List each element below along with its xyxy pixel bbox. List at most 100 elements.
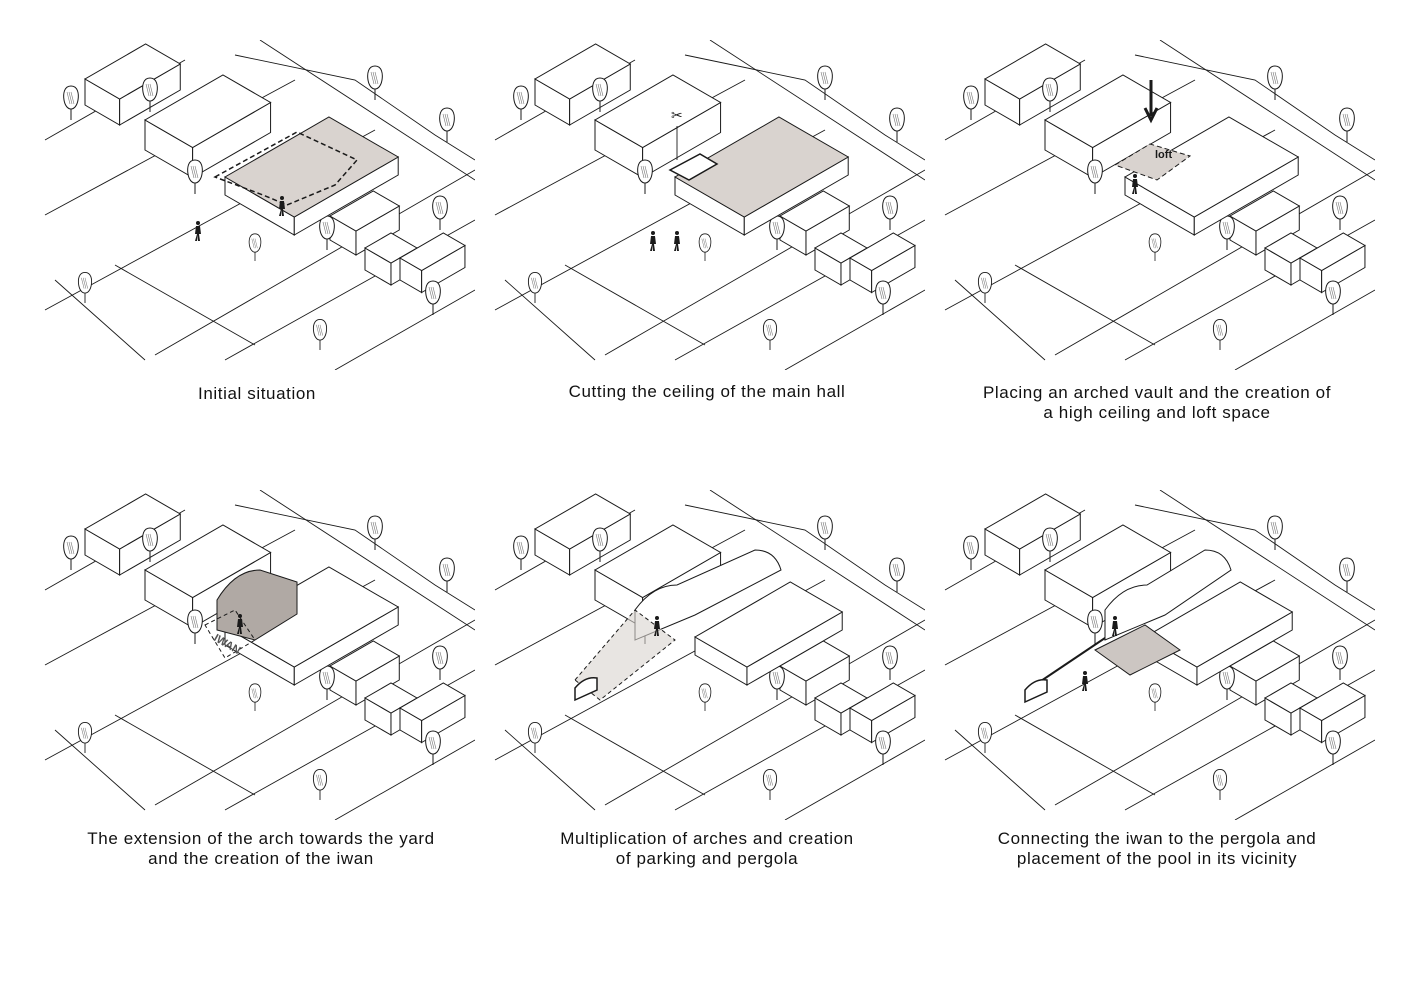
panel-iwan-extension: IWAN — [35, 490, 475, 820]
tree-icon — [1339, 107, 1355, 142]
lot-line — [114, 264, 256, 346]
tree-icon — [1325, 730, 1341, 765]
panel-cutting-ceiling: ✂ — [485, 40, 925, 370]
lot-line — [1054, 619, 1375, 806]
tree-icon — [1219, 665, 1235, 700]
tree-icon — [875, 730, 891, 765]
road-edge — [684, 54, 925, 161]
caption-arched-vault: Placing an arched vault and the creation… — [982, 383, 1332, 422]
diagram-iwan-extension: IWAN — [44, 490, 475, 820]
tree-icon — [513, 535, 529, 570]
tree-icon — [142, 77, 158, 112]
road-edge — [709, 40, 925, 181]
person-icon — [654, 616, 660, 636]
diagram-pool-pergola — [944, 490, 1375, 820]
neighbour-building — [594, 74, 722, 179]
tree-icon — [1267, 515, 1283, 550]
lot-line — [1054, 169, 1375, 356]
tree-icon — [1148, 683, 1162, 712]
cut-opening — [668, 153, 719, 181]
scissors-icon: ✂ — [671, 107, 683, 123]
lot-line — [784, 289, 925, 370]
person-icon — [237, 614, 243, 634]
tree-icon — [889, 557, 905, 592]
lot-line — [564, 264, 706, 346]
road-edge — [1159, 490, 1375, 631]
tree-icon — [963, 535, 979, 570]
tree-icon — [762, 318, 778, 351]
main-house — [224, 116, 400, 236]
diagram-arches-parking — [494, 490, 925, 820]
down-arrow-icon — [1143, 80, 1159, 124]
tree-icon — [1332, 195, 1348, 230]
tree-icon — [248, 233, 262, 262]
lot-line — [54, 729, 146, 811]
tree-icon — [432, 645, 448, 680]
neighbour-building — [1229, 190, 1301, 256]
person-icon — [1132, 174, 1138, 194]
lot-line — [1014, 264, 1156, 346]
tree-icon — [963, 85, 979, 120]
lot-line — [334, 739, 475, 820]
tree-icon — [1212, 318, 1228, 351]
caption-arches-parking: Multiplication of arches and creation of… — [560, 829, 854, 868]
tree-icon — [1042, 77, 1058, 112]
lot-line — [604, 169, 925, 356]
tree-icon — [367, 65, 383, 100]
parking-arch — [1024, 678, 1048, 704]
tree-icon — [312, 768, 328, 801]
diagram-initial-situation — [44, 40, 475, 370]
lot-line — [114, 714, 256, 796]
tree-icon — [1212, 768, 1228, 801]
tree-icon — [1148, 233, 1162, 262]
tree-icon — [367, 515, 383, 550]
panel-arches-parking — [485, 490, 925, 820]
tree-icon — [1332, 645, 1348, 680]
person-icon — [650, 231, 656, 251]
main-house — [694, 581, 844, 686]
lot-line — [954, 279, 1046, 361]
neighbour-building — [779, 640, 851, 706]
tree-icon — [187, 159, 203, 194]
road-edge — [259, 40, 475, 181]
tree-icon — [319, 215, 335, 250]
tree-icon — [319, 665, 335, 700]
tree-icon — [1219, 215, 1235, 250]
lot-line — [1014, 714, 1156, 796]
tree-icon — [248, 683, 262, 712]
road-edge — [234, 54, 475, 161]
vault-extension — [216, 569, 298, 641]
person-icon — [279, 196, 285, 216]
tree-icon — [1325, 280, 1341, 315]
lot-line — [154, 619, 475, 806]
tree-icon — [769, 665, 785, 700]
caption-cutting-ceiling: Cutting the ceiling of the main hall — [568, 382, 846, 401]
lot-line — [504, 729, 596, 811]
caption-pool-pergola: Connecting the iwan to the pergola and p… — [997, 829, 1317, 868]
lot-line — [564, 714, 706, 796]
tree-icon — [513, 85, 529, 120]
road-edge — [259, 490, 475, 631]
tree-icon — [432, 195, 448, 230]
tree-icon — [882, 195, 898, 230]
person-icon — [195, 221, 201, 241]
neighbour-building — [779, 190, 851, 256]
tree-icon — [1087, 159, 1103, 194]
pergola-walk — [1034, 637, 1106, 686]
iwan-outline — [204, 609, 256, 659]
tree-icon — [637, 159, 653, 194]
tree-icon — [425, 280, 441, 315]
tree-icon — [187, 609, 203, 644]
tree-icon — [592, 527, 608, 562]
pergola — [574, 609, 676, 701]
lot-line — [604, 619, 925, 806]
tree-icon — [1339, 557, 1355, 592]
tree-icon — [527, 271, 543, 304]
road-edge — [1134, 54, 1375, 161]
arch-vault — [634, 549, 782, 641]
neighbour-building — [144, 74, 272, 179]
tree-icon — [882, 645, 898, 680]
tree-icon — [817, 65, 833, 100]
tree-icon — [977, 271, 993, 304]
arched-vault — [1113, 143, 1192, 181]
